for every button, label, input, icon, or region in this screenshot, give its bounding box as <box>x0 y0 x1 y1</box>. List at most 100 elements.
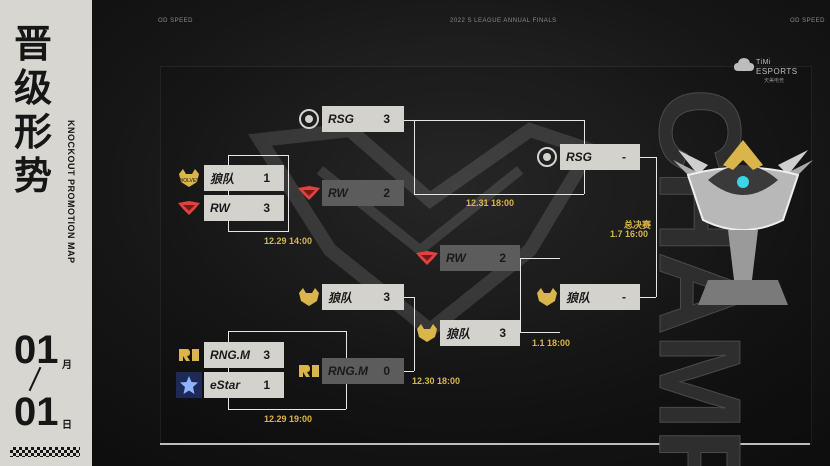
team-card[interactable]: RW 3 <box>204 195 284 221</box>
team-name: eStar <box>210 378 241 392</box>
brand-line-2: ESPORTS <box>756 67 798 76</box>
team-name: RNG.M <box>328 364 368 378</box>
connector-line <box>288 155 289 232</box>
team-score: 3 <box>263 201 270 215</box>
timi-esports-logo: TiMi ESPORTS 天美电竞 <box>734 53 804 93</box>
wolves-icon <box>299 288 319 306</box>
rw-icon <box>416 251 438 265</box>
team-name: 狼队 <box>328 290 353 305</box>
connector-line <box>520 258 521 332</box>
rw-logo <box>176 195 202 221</box>
header-right: OD SPEED <box>790 18 826 24</box>
day-number: 01 <box>14 390 59 434</box>
wolves-icon <box>417 324 437 342</box>
team-card[interactable]: RNG.M 3 <box>204 342 284 368</box>
rw-logo <box>414 245 440 271</box>
team-card[interactable]: 狼队 - <box>560 284 640 310</box>
month-unit: 月 <box>62 360 72 371</box>
title-char: 级 <box>14 66 53 110</box>
connector-line <box>228 331 346 332</box>
team-score: - <box>622 150 626 164</box>
rng-icon <box>299 365 319 377</box>
estar-logo <box>176 372 202 398</box>
rng-icon <box>179 349 199 361</box>
match-date: 12.29 14:00 <box>264 236 313 246</box>
team-name: RSG <box>566 150 593 164</box>
team-card[interactable]: RSG 3 <box>322 106 404 132</box>
team-score: 3 <box>499 326 506 340</box>
team-card[interactable]: 狼队 3 <box>440 320 520 346</box>
team-name: RW <box>328 186 348 200</box>
team-score: 3 <box>383 112 390 126</box>
rng-logo <box>176 342 202 368</box>
final-label: 总决赛 <box>624 220 652 230</box>
rsg-icon <box>537 147 557 167</box>
connector-line <box>414 194 584 195</box>
page-title: 晋 级 形 势 <box>14 22 66 198</box>
brand-line-1: TiMi <box>756 59 771 66</box>
rw-icon <box>178 201 200 215</box>
bottom-rule <box>160 443 810 445</box>
team-card[interactable]: RSG - <box>560 144 640 170</box>
team-name: 狼队 <box>210 171 235 186</box>
connector-line <box>656 157 657 297</box>
rng-logo <box>296 358 322 384</box>
brand-line-3: 天美电竞 <box>764 78 785 84</box>
team-score: 3 <box>383 290 390 304</box>
connector-line <box>228 331 229 409</box>
team-score: 1 <box>263 171 270 185</box>
connector-line <box>228 155 229 231</box>
rsg-icon <box>299 109 319 129</box>
team-card[interactable]: RW 2 <box>440 245 520 271</box>
page-subtitle: KNOCKOUT PROMOTION MAP <box>66 120 76 264</box>
match-date: 12.31 18:00 <box>466 198 515 208</box>
team-card[interactable]: RNG.M 0 <box>322 358 404 384</box>
wolves-icon: WOLVES <box>178 169 200 187</box>
match-date: 1.1 18:00 <box>532 338 571 348</box>
checker-flag-pattern <box>10 447 80 457</box>
month-number: 01 <box>14 328 59 372</box>
left-panel: 晋 级 形 势 KNOCKOUT PROMOTION MAP 01 月 01 日 <box>0 0 92 466</box>
connector-line <box>584 120 585 146</box>
team-name: RW <box>446 251 466 265</box>
header-left: OD SPEED <box>158 18 194 24</box>
connector-line <box>584 170 585 194</box>
team-card[interactable]: RW 2 <box>322 180 404 206</box>
team-name: 狼队 <box>566 290 591 305</box>
team-score: - <box>622 290 626 304</box>
connector-line <box>228 155 288 156</box>
team-score: 0 <box>383 364 390 378</box>
trophy-icon <box>673 140 813 305</box>
final-datetime: 1.7 16:00 <box>610 229 649 239</box>
wolves-logo <box>414 320 440 346</box>
connector-line <box>520 332 560 333</box>
team-name: 狼队 <box>446 326 471 341</box>
connector-line <box>228 409 346 410</box>
team-score: 3 <box>263 348 270 362</box>
connector-line <box>228 231 288 232</box>
connector-line <box>640 157 656 158</box>
team-name: RSG <box>328 112 355 126</box>
wolves-icon <box>537 288 557 306</box>
team-card[interactable]: 狼队 1 <box>204 165 284 191</box>
title-char: 形 <box>14 110 53 154</box>
team-name: RNG.M <box>210 348 250 362</box>
cloud-icon <box>734 58 754 71</box>
connector-line <box>414 120 415 194</box>
wolves-logo <box>296 284 322 310</box>
day-unit: 日 <box>62 420 72 431</box>
team-name: RW <box>210 201 230 215</box>
match-date: 12.29 19:00 <box>264 414 313 424</box>
rw-logo <box>296 180 322 206</box>
team-card[interactable]: 狼队 3 <box>322 284 404 310</box>
wolves-logo: WOLVES <box>176 165 202 191</box>
header-center: 2022 S LEAGUE ANNUAL FINALS <box>450 18 557 24</box>
team-score: 1 <box>263 378 270 392</box>
team-score: 2 <box>383 186 390 200</box>
team-card[interactable]: eStar 1 <box>204 372 284 398</box>
team-score: 2 <box>499 251 506 265</box>
connector-line <box>520 258 560 259</box>
rsg-logo <box>296 106 322 132</box>
connector-line <box>414 297 415 371</box>
